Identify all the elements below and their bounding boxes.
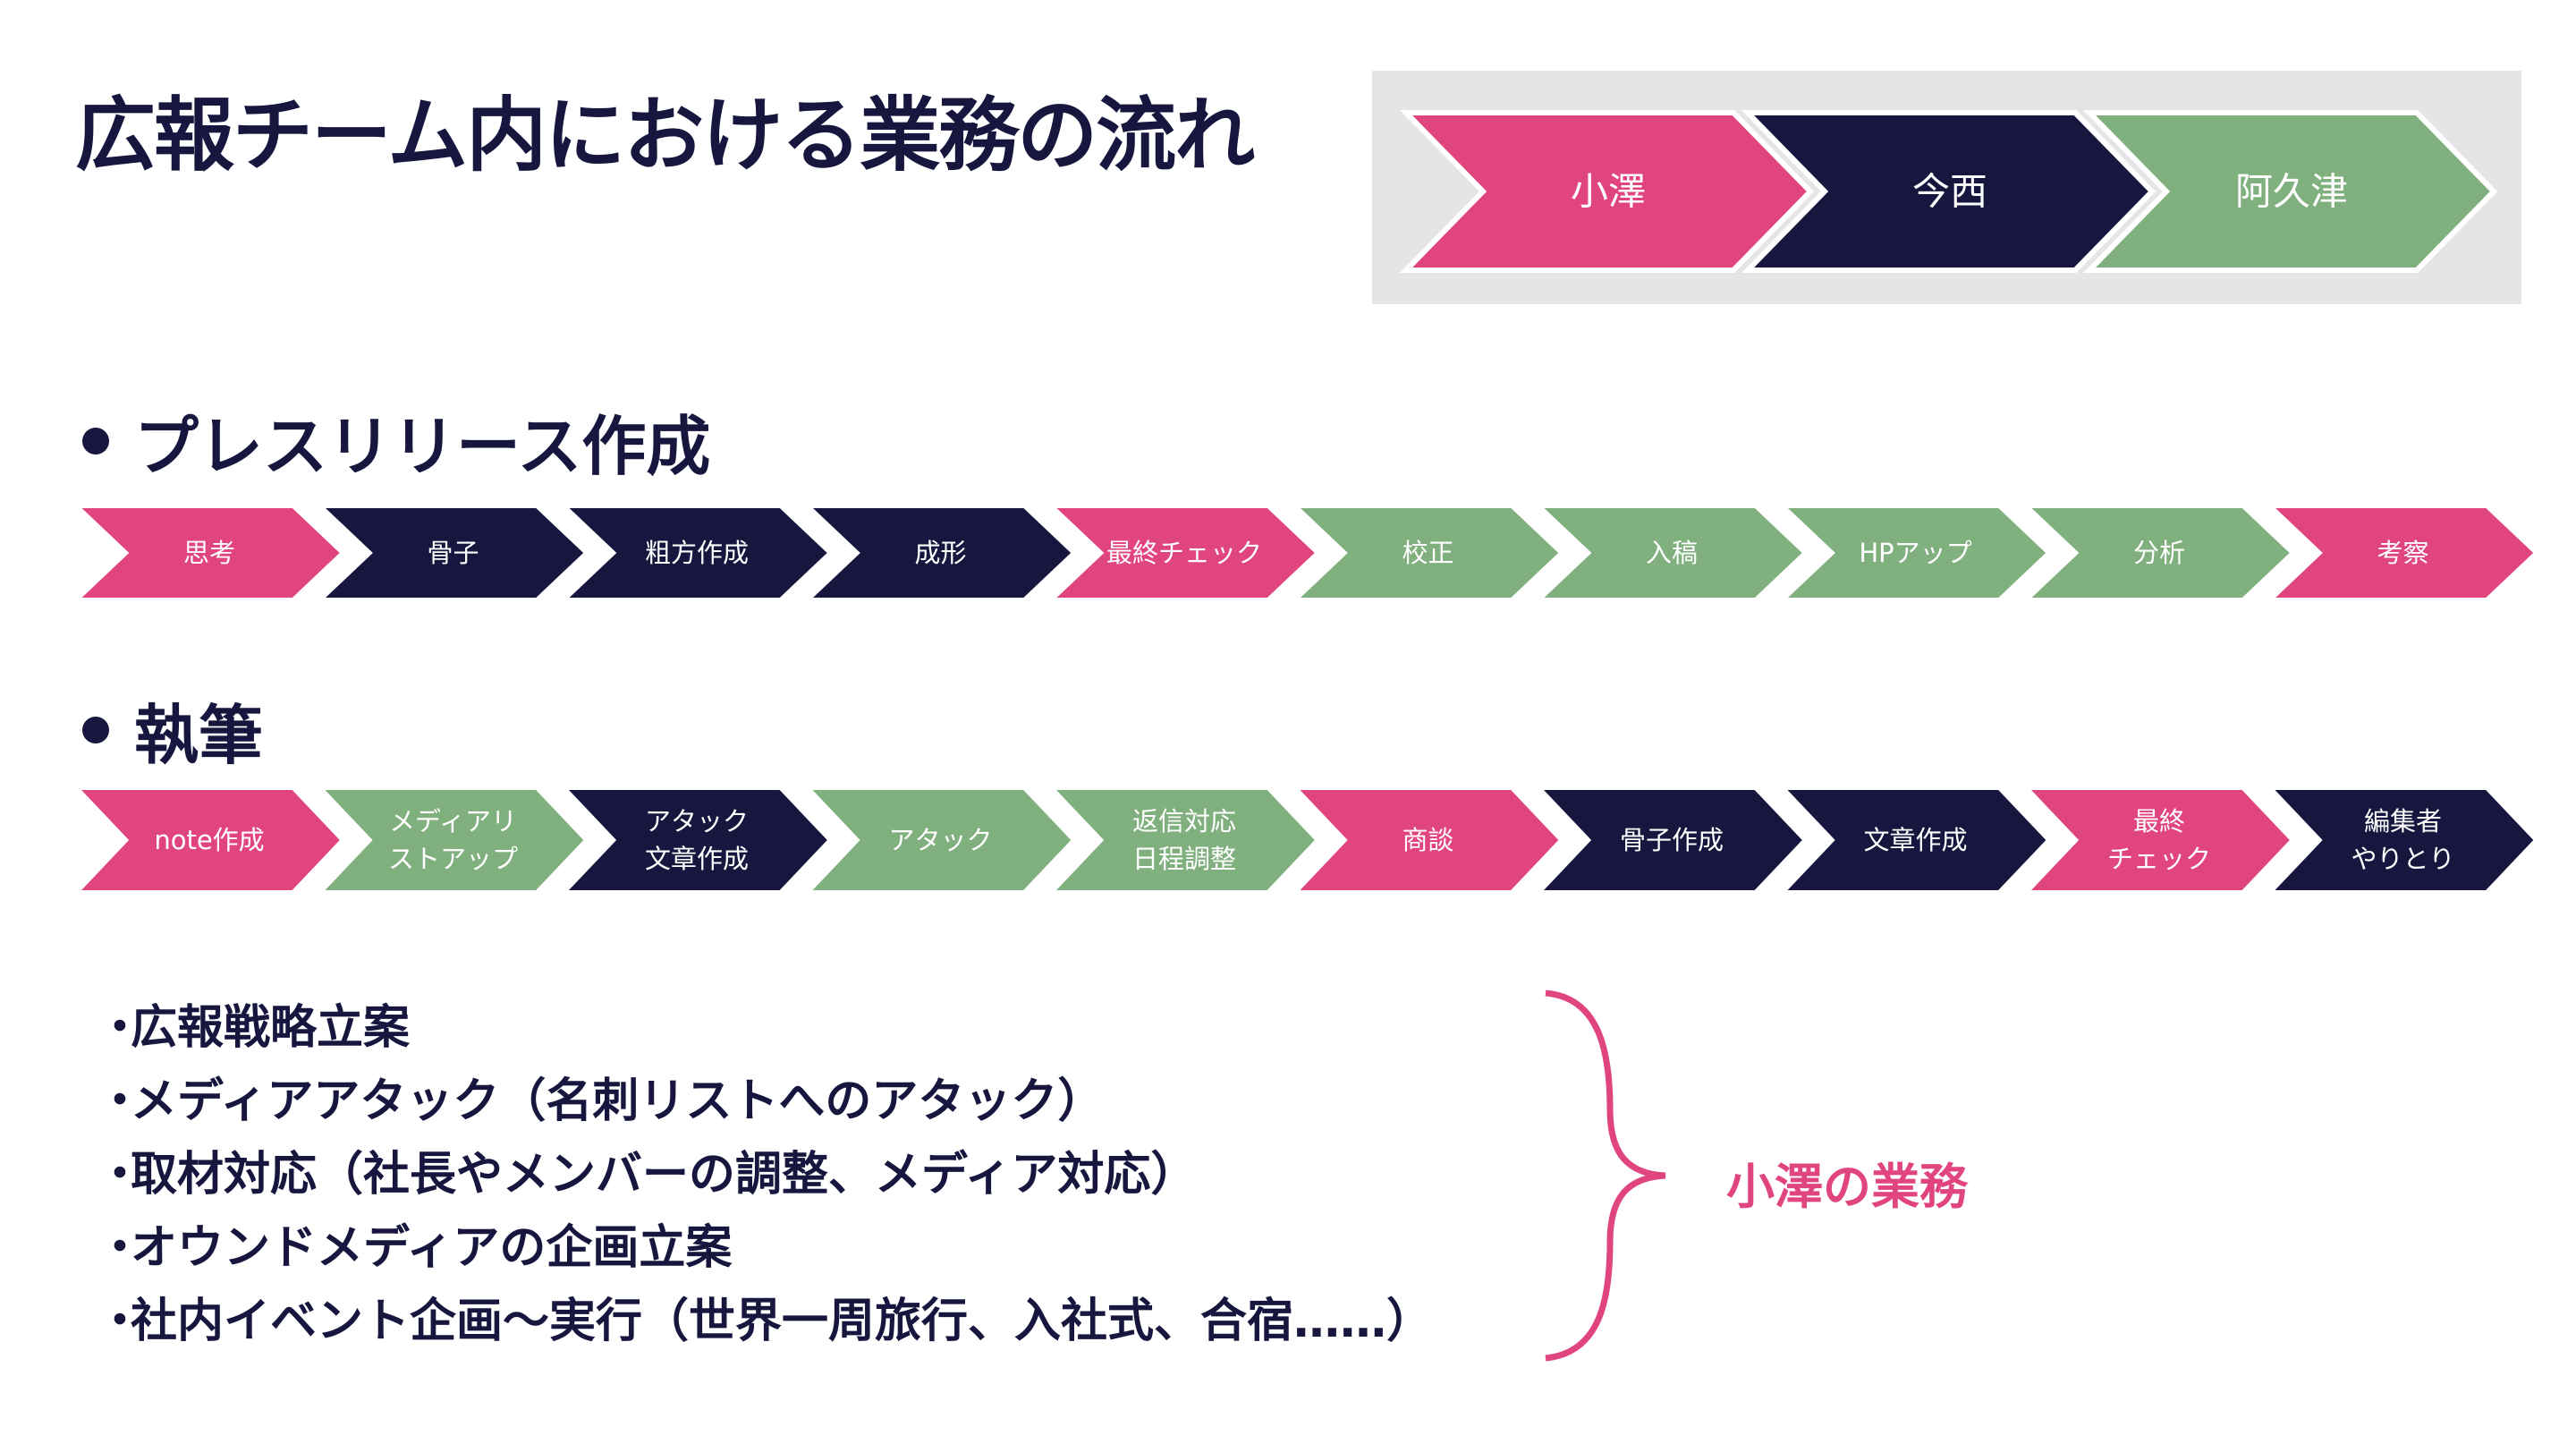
chevron-shape	[1043, 503, 1323, 603]
chevron-shape	[1530, 503, 1810, 603]
flow-step-1-3: 粗方作成	[555, 503, 835, 603]
chevron-label: アタック	[888, 825, 992, 855]
chevron-label: 編集者	[2364, 806, 2442, 837]
chevron-label: 最終	[2133, 806, 2185, 837]
chevron-shape	[68, 503, 348, 603]
chevron-label: 阿久津	[2235, 170, 2348, 214]
flow-step-2-1: note作成	[69, 785, 348, 896]
chevron-label: 日程調整	[1132, 844, 1236, 874]
chevron-label: チェック	[2107, 844, 2211, 874]
chevron-label: 考察	[2377, 538, 2428, 568]
bullet-dot-icon	[82, 716, 109, 743]
chevron-shape	[1399, 110, 1815, 273]
chevron-shape	[800, 785, 1079, 896]
flow-step-1-9: 分析	[2018, 503, 2298, 603]
bullet-icon: ・	[97, 1295, 144, 1348]
duty-text: 取材対応（社長やメンバーの調整、メディア対応）	[131, 1148, 1198, 1202]
chevron-shape	[1044, 785, 1323, 896]
duties-owner-label: 小澤の業務	[1726, 1159, 1968, 1215]
chevron-shape	[1774, 503, 2054, 603]
chevron-label: やりとり	[2351, 844, 2454, 874]
flow-step-1-2: 骨子	[311, 503, 591, 603]
bullet-icon: ・	[97, 1001, 144, 1055]
chevron-shape	[555, 503, 835, 603]
flow-step-2-6: 商談	[1287, 785, 1566, 896]
chevron-label: 返信対応	[1132, 806, 1236, 837]
chevron-label: 校正	[1402, 538, 1453, 568]
chevron-shape	[556, 785, 835, 896]
chevron-label: 文章作成	[645, 844, 749, 874]
duty-item: ・取材対応（社長やメンバーの調整、メディア対応）	[97, 1138, 1433, 1211]
chevron-shape	[1286, 503, 1566, 603]
chevron-label: 思考	[183, 538, 235, 568]
chevron-label: 骨子作成	[1620, 825, 1724, 855]
chevron-label: アタック	[645, 806, 749, 837]
flow-step-1-10: 考察	[2261, 503, 2541, 603]
chevron-label: 最終チェック	[1106, 538, 1262, 568]
flow-step-1-4: 成形	[799, 503, 1079, 603]
chevron-label: 入稿	[1646, 538, 1698, 568]
chevron-shape	[2019, 785, 2298, 896]
flow-step-1-8: HPアップ	[1774, 503, 2054, 603]
section-heading-text: 執筆	[134, 698, 264, 773]
chevron-label: 商談	[1402, 825, 1453, 855]
chevron-shape	[69, 785, 348, 896]
chevron-label: 成形	[914, 538, 966, 568]
chevron-shape	[2082, 110, 2498, 273]
chevron-shape	[1287, 785, 1566, 896]
chevron-shape	[2261, 503, 2541, 603]
duty-item: ・オウンドメディアの企画立案	[97, 1211, 1433, 1285]
legend-chevron-1: 小澤	[1399, 110, 1815, 273]
chevron-label: 小澤	[1571, 170, 1646, 214]
legend-chevron-3: 阿久津	[2082, 110, 2498, 273]
duties-list: ・広報戦略立案 ・メディアアタック（名刺リストへのアタック） ・取材対応（社長や…	[97, 991, 1433, 1358]
duty-text: 社内イベント企画〜実行（世界一周旅行、入社式、合宿……）	[131, 1295, 1434, 1348]
chevron-label: メディアリ	[389, 806, 517, 837]
chevron-shape	[1775, 785, 2054, 896]
flow-step-2-4: アタック	[800, 785, 1079, 896]
section-heading-writing: 執筆	[82, 683, 263, 777]
chevron-shape	[2018, 503, 2298, 603]
flow-step-1-5: 最終チェック	[1043, 503, 1323, 603]
chevron-shape	[2262, 785, 2541, 896]
chevron-shape	[1531, 785, 1810, 896]
chevron-label: note作成	[154, 825, 264, 855]
bullet-icon: ・	[97, 1221, 144, 1275]
bullet-icon: ・	[97, 1075, 144, 1128]
flow-step-1-6: 校正	[1286, 503, 1566, 603]
chevron-label: 粗方作成	[645, 538, 749, 568]
flow-step-1-7: 入稿	[1530, 503, 1810, 603]
chevron-shape	[1741, 110, 2157, 273]
chevron-shape	[311, 503, 591, 603]
page-title: 広報チーム内における業務の流れ	[75, 89, 1255, 183]
bullet-dot-icon	[82, 427, 109, 454]
chevron-shape	[799, 503, 1079, 603]
chevron-label: HPアップ	[1859, 538, 1971, 568]
chevron-label: 骨子	[427, 538, 479, 568]
chevron-label: 分析	[2133, 538, 2185, 568]
section-heading-text: プレスリリース作成	[134, 409, 711, 484]
bullet-icon: ・	[97, 1148, 144, 1202]
chevron-label: 今西	[1912, 170, 1987, 214]
duty-item: ・メディアアタック（名刺リストへのアタック）	[97, 1065, 1433, 1138]
chevron-label: 文章作成	[1863, 825, 1967, 855]
flow-step-2-8: 文章作成	[1775, 785, 2054, 896]
duty-text: 広報戦略立案	[131, 1001, 411, 1055]
flow-step-2-9: 最終チェック	[2019, 785, 2298, 896]
section-heading-press-release: プレスリリース作成	[82, 394, 710, 488]
duty-text: オウンドメディアの企画立案	[131, 1221, 733, 1275]
duty-text: メディアアタック（名刺リストへのアタック）	[131, 1075, 1105, 1128]
duty-item: ・広報戦略立案	[97, 991, 1433, 1065]
flow-step-1-1: 思考	[68, 503, 348, 603]
chevron-label: ストアップ	[388, 844, 518, 874]
chevron-shape	[312, 785, 591, 896]
flow-step-2-7: 骨子作成	[1531, 785, 1810, 896]
duty-item: ・社内イベント企画〜実行（世界一周旅行、入社式、合宿……）	[97, 1285, 1433, 1358]
legend-chevron-2: 今西	[1741, 110, 2157, 273]
